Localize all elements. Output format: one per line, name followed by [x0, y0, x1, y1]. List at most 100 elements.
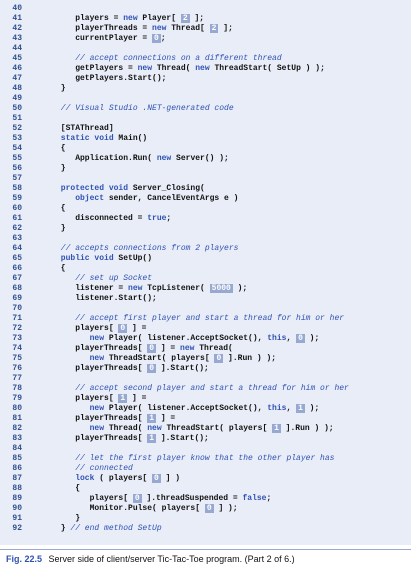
line-number: 42: [12, 24, 22, 33]
code-token: playerThreads[: [32, 344, 148, 353]
code-token: ];: [189, 14, 205, 23]
code-token: Thread[: [166, 24, 210, 33]
code-token: playerThreads[: [32, 364, 148, 373]
code-token: }: [32, 84, 66, 93]
code-token: }: [32, 514, 81, 523]
code-line: 63: [0, 234, 411, 244]
figure-label: Fig. 22.5: [6, 554, 43, 564]
line-number: 54: [12, 144, 22, 153]
code-text: players = new Player[ 2 ];: [32, 14, 204, 24]
line-number: 83: [12, 434, 22, 443]
code-token: Player( listener.AcceptSocket(),: [104, 404, 268, 413]
code-token: ( players[: [94, 474, 153, 483]
code-line: 79 players[ 1 ] =: [0, 394, 411, 404]
code-keyword: new: [89, 404, 105, 413]
line-number: 68: [12, 284, 22, 293]
code-line: 46 getPlayers = new Thread( new ThreadSt…: [0, 64, 411, 74]
code-line: 87 lock ( players[ 0 ] ): [0, 474, 411, 484]
code-line: 65 public void SetUp(): [0, 254, 411, 264]
code-text: playerThreads[ 0 ].Start();: [32, 364, 209, 374]
line-number: 75: [12, 354, 22, 363]
code-line: 78 // accept second player and start a t…: [0, 384, 411, 394]
code-comment: // Visual Studio .NET-generated code: [32, 104, 234, 113]
code-text: public void SetUp(): [32, 254, 152, 264]
code-keyword: new: [89, 334, 105, 343]
code-line: 47 getPlayers.Start();: [0, 74, 411, 84]
code-token: ThreadStart( players[: [104, 354, 215, 363]
code-number: 2: [180, 14, 190, 23]
code-line: 80 new Player( listener.AcceptSocket(), …: [0, 404, 411, 414]
line-number: 82: [12, 424, 22, 433]
code-number: 1: [118, 394, 128, 403]
line-number: 69: [12, 294, 22, 303]
line-number: 90: [12, 504, 22, 513]
code-text: // connected: [32, 464, 133, 474]
code-token: ] =: [127, 324, 147, 333]
code-token: ,: [286, 404, 297, 413]
line-number: 88: [12, 484, 22, 493]
code-keyword: new: [156, 154, 172, 163]
code-text: // let the first player know that the ot…: [32, 454, 334, 464]
code-token: );: [304, 404, 320, 413]
code-text: new ThreadStart( players[ 0 ].Run ) );: [32, 354, 276, 364]
code-token: [32, 404, 90, 413]
code-token: ] ): [160, 474, 181, 483]
code-number: 0: [147, 364, 157, 373]
code-keyword: static void: [32, 134, 114, 143]
code-comment: // end method SetUp: [70, 524, 162, 533]
code-token: ThreadStart( SetUp ) );: [209, 64, 325, 73]
line-number: 67: [12, 274, 22, 283]
code-token: disconnected =: [32, 214, 148, 223]
code-token: Monitor.Pulse( players[: [32, 504, 205, 513]
figure-caption: Fig. 22.5 Server side of client/server T…: [6, 554, 295, 564]
line-number: 55: [12, 154, 22, 163]
line-number: 77: [12, 374, 22, 383]
code-token: SetUp(): [113, 254, 153, 263]
code-token: ] =: [156, 414, 176, 423]
code-text: getPlayers = new Thread( new ThreadStart…: [32, 64, 325, 74]
code-line: 75 new ThreadStart( players[ 0 ].Run ) )…: [0, 354, 411, 364]
code-token: Server() );: [171, 154, 229, 163]
code-comment: // connected: [32, 464, 133, 473]
code-keyword: new: [147, 424, 162, 433]
code-number: 1: [272, 424, 281, 433]
code-token: getPlayers.Start();: [32, 74, 167, 83]
code-text: playerThreads[ 1 ] =: [32, 414, 175, 424]
code-number: 0: [152, 34, 161, 43]
code-text: }: [32, 224, 66, 234]
code-line: 42 playerThreads = new Thread[ 2 ];: [0, 24, 411, 34]
code-text: listener.Start();: [32, 294, 157, 304]
line-number: 85: [12, 454, 22, 463]
code-token: listener.Start();: [32, 294, 157, 303]
line-number: 86: [12, 464, 22, 473]
code-token: ] =: [127, 394, 147, 403]
code-token: ].Run ) );: [280, 424, 334, 433]
line-number: 73: [12, 334, 22, 343]
code-line: 83 playerThreads[ 1 ].Start();: [0, 434, 411, 444]
code-token: {: [32, 264, 66, 273]
code-token: Thread(: [194, 344, 233, 353]
code-text: getPlayers.Start();: [32, 74, 166, 84]
code-token: players[: [32, 394, 119, 403]
code-token: ].Run ) );: [223, 354, 277, 363]
code-keyword: new: [89, 354, 105, 363]
code-token: ;: [160, 34, 166, 43]
line-number: 72: [12, 324, 22, 333]
code-token: ].threadSuspended =: [141, 494, 243, 503]
figure-caption-text: Server side of client/server Tic-Tac-Toe…: [48, 554, 295, 564]
code-text: }: [32, 514, 80, 524]
code-line: 67 // set up Socket: [0, 274, 411, 284]
code-number: 0: [204, 504, 214, 513]
code-number: 0: [118, 324, 128, 333]
code-text: new Thread( new ThreadStart( players[ 1 …: [32, 424, 334, 434]
code-keyword: public void: [32, 254, 114, 263]
line-number: 89: [12, 494, 22, 503]
code-line: 84: [0, 444, 411, 454]
code-line: 50 // Visual Studio .NET-generated code: [0, 104, 411, 114]
code-line: 56 }: [0, 164, 411, 174]
code-line: 59 object sender, CancelEventArgs e ): [0, 194, 411, 204]
code-line: 44: [0, 44, 411, 54]
code-token: ThreadStart( players[: [161, 424, 273, 433]
code-line: 72 players[ 0 ] =: [0, 324, 411, 334]
